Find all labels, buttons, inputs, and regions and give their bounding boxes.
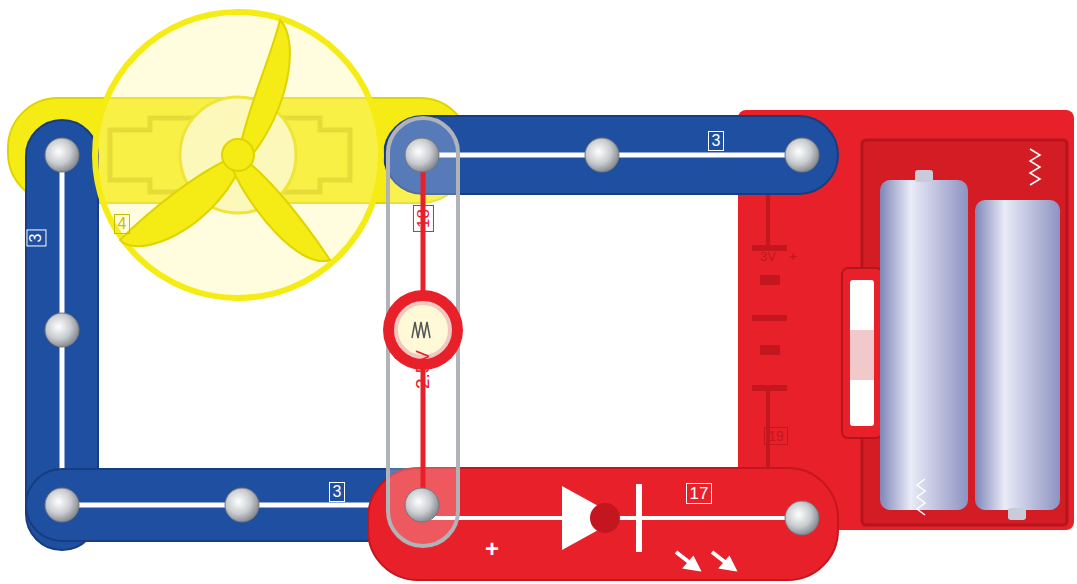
part-number: 4	[114, 214, 131, 234]
lamp-part	[383, 118, 463, 546]
part-number: 3	[708, 131, 725, 151]
voltage-label: 2.5V	[414, 349, 433, 388]
voltage-label: 3V	[760, 250, 776, 263]
fan-blade	[95, 12, 381, 298]
part-number: 19	[764, 427, 788, 445]
polarity-mark: +	[789, 250, 797, 263]
part-number: 3	[26, 230, 46, 247]
part-number: 18	[412, 205, 433, 232]
part-number: 3	[329, 482, 346, 502]
part-number: 17	[686, 483, 713, 504]
polarity-mark: +	[485, 537, 499, 561]
